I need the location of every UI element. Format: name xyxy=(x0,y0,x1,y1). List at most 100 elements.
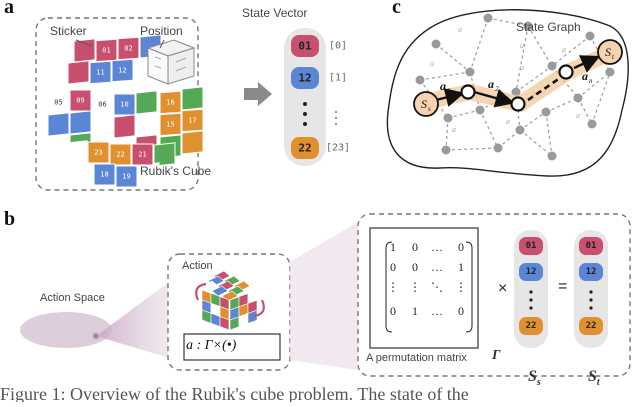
matrix-cell: 0 xyxy=(390,304,396,318)
svg-text:01: 01 xyxy=(526,241,537,251)
state-vector-entry: 12 [1] xyxy=(291,67,347,89)
matrix-cell: … xyxy=(431,304,443,318)
right-arrow-icon xyxy=(244,82,272,106)
matrix-brackets xyxy=(385,241,473,333)
matrix-cell: … xyxy=(431,260,443,274)
small-cube-icon xyxy=(146,39,196,85)
matrix-box xyxy=(369,227,479,349)
matrix-cell: 1 xyxy=(458,260,464,274)
action-formula-box xyxy=(183,333,281,361)
matrix-cell: 0 xyxy=(458,304,464,318)
cube-label: Rubik's Cube xyxy=(140,164,211,178)
gamma-symbol: Γ xyxy=(492,348,501,363)
matrix-cell: ⋮ xyxy=(409,280,421,294)
svg-text:a: a xyxy=(520,63,524,72)
svg-text:10: 10 xyxy=(120,101,128,109)
svg-text:12: 12 xyxy=(526,267,537,277)
facelet-06: 06 xyxy=(91,93,114,116)
index-ellipsis-icon xyxy=(335,111,337,125)
svg-text:15: 15 xyxy=(166,121,174,129)
svg-text:09: 09 xyxy=(76,97,84,105)
facelet-01: 01 xyxy=(95,38,118,63)
position-label: Position xyxy=(140,24,183,38)
action-zoom-beam xyxy=(290,222,358,370)
svg-text:a: a xyxy=(506,117,510,126)
svg-text:[1]: [1] xyxy=(329,73,347,84)
matrix-cell: 0 xyxy=(390,260,396,274)
state-vector-entry: 01 [0] xyxy=(291,35,347,57)
svg-text:a: a xyxy=(458,25,462,34)
facelet-19: 19 xyxy=(115,165,138,188)
vertical-ellipsis-icon xyxy=(303,102,307,126)
svg-text:06: 06 xyxy=(98,101,106,109)
matrix-cell: ⋱ xyxy=(431,280,443,294)
state-graph-blob xyxy=(386,9,629,177)
svg-text:s: s xyxy=(428,105,431,113)
svg-text:a: a xyxy=(430,59,434,68)
source-state-symbol: Ss xyxy=(528,368,541,389)
svg-text:2: 2 xyxy=(495,85,499,93)
facelet-12: 12 xyxy=(111,58,134,83)
svg-text:01: 01 xyxy=(298,40,312,53)
panel-label-c: c xyxy=(392,0,401,18)
svg-text:19: 19 xyxy=(122,173,130,181)
equals-symbol: = xyxy=(558,278,568,295)
sticker-pointer xyxy=(75,39,93,47)
matrix-cell: ⋮ xyxy=(455,280,467,294)
svg-text:05: 05 xyxy=(54,99,62,107)
facelet-02: 02 xyxy=(117,36,140,61)
svg-text:22: 22 xyxy=(116,151,124,159)
facelet-09: 09 xyxy=(69,89,92,112)
action-cube-icon xyxy=(195,270,265,331)
svg-text:12: 12 xyxy=(118,67,126,75)
panel-label-b: b xyxy=(4,208,16,230)
svg-text:t: t xyxy=(612,53,615,61)
matrix-cell: 0 xyxy=(458,240,464,254)
svg-text:17: 17 xyxy=(188,117,196,125)
state-graph-label: State Graph xyxy=(516,20,581,34)
svg-text:18: 18 xyxy=(100,171,108,179)
state-vector-title: State Vector xyxy=(242,6,308,20)
facelet-21: 21 xyxy=(131,143,154,166)
facelet-17: 17 xyxy=(181,108,204,133)
svg-text:12: 12 xyxy=(586,267,597,277)
svg-text:23: 23 xyxy=(94,149,102,157)
svg-text:[0]: [0] xyxy=(329,41,347,52)
svg-text:a: a xyxy=(520,41,524,50)
svg-text:22: 22 xyxy=(586,321,597,331)
state-vector-capsule xyxy=(284,28,326,166)
times-symbol: × xyxy=(498,280,508,297)
svg-text:[23]: [23] xyxy=(326,143,350,154)
matrix-cell: 0 xyxy=(412,240,418,254)
svg-text:a: a xyxy=(452,125,456,134)
facelet-10: 10 xyxy=(113,93,136,116)
state-graph: aaaaaaaaaaaSsSta1a2an xyxy=(413,13,623,161)
svg-text:02: 02 xyxy=(124,45,132,53)
svg-text:12: 12 xyxy=(298,72,311,85)
svg-text:01: 01 xyxy=(102,47,110,55)
svg-text:S: S xyxy=(605,45,611,59)
svg-text:1: 1 xyxy=(447,87,451,95)
svg-text:S: S xyxy=(421,97,427,111)
svg-text:22: 22 xyxy=(298,142,311,155)
panel-label-a: a xyxy=(4,0,14,18)
state-vector-entry: 22 [23] xyxy=(291,137,350,159)
matrix-cell: … xyxy=(431,240,443,254)
state-vector: 01 [0] 12 [1] 22 [23] xyxy=(291,35,350,159)
facelet-15: 15 xyxy=(159,112,182,137)
action-edge-label: a xyxy=(440,79,446,93)
facelet-18: 18 xyxy=(93,163,116,186)
action-formula: a : Γ×(•) xyxy=(186,338,237,353)
action-space-blob xyxy=(20,312,112,348)
action-space-label: Action Space xyxy=(40,292,105,304)
facelet-16: 16 xyxy=(159,90,182,115)
sticker-label: Sticker xyxy=(50,24,87,38)
